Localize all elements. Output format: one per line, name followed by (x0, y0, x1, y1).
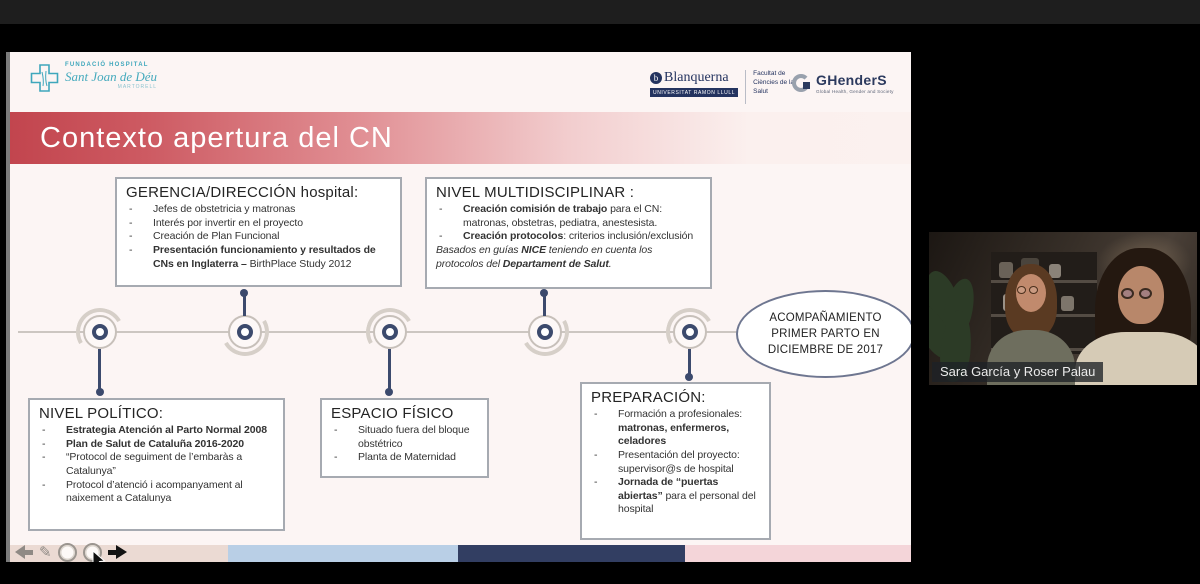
box-title: ESPACIO FÍSICO (331, 405, 454, 422)
milestone-text: ACOMPAÑAMIENTO PRIMER PARTO EN DICIEMBRE… (767, 311, 884, 357)
blanquerna-b-icon: b (650, 72, 662, 84)
bullet-item: -Creación comisión de trabajo para el CN… (439, 203, 663, 229)
annotation-toolbar: ✎ (15, 541, 127, 562)
hospital-logo-line1: FUNDACIÓ HOSPITAL (65, 62, 149, 68)
blanquerna-university-badge: UNIVERSITAT RAMON LLULL (650, 88, 739, 97)
box-gerencia-direccion: GERENCIA/DIRECCIÓN hospital: -Jefes de o… (115, 177, 402, 287)
slide-title-banner: Contexto apertura del CN (10, 112, 911, 164)
bullet-item: -Formación a profesionales: matronas, en… (594, 408, 743, 448)
connector-line (388, 349, 391, 393)
bottom-bar-navy (458, 545, 685, 562)
person-right-glasses (1139, 288, 1152, 299)
hospital-cross-icon (30, 64, 59, 92)
connector-dot (685, 373, 693, 381)
connector-dot (96, 388, 104, 396)
bullet-item: -Estrategia Atención al Parto Normal 200… (42, 424, 268, 436)
connector-dot (540, 289, 548, 297)
ghenders-name: GHenderS (816, 72, 887, 88)
box-nivel-multidisciplinar: NIVEL MULTIDISCIPLINAR : -Creación comis… (425, 177, 712, 289)
connector-line (243, 292, 246, 316)
forward-arrow-icon[interactable] (107, 545, 127, 559)
participant-name-label: Sara García y Roser Palau (932, 362, 1104, 382)
bottom-bar-lightblue (228, 545, 458, 562)
page-title: Contexto apertura del CN (40, 121, 393, 154)
participant-video[interactable]: Sara García y Roser Palau (929, 232, 1197, 385)
screen-share-slide: FUNDACIÓ HOSPITAL Sant Joan de Déu MARTO… (10, 52, 911, 562)
bullet-item: -Protocol d’atenció i acompanyament al n… (42, 478, 243, 505)
timeline-station (360, 302, 420, 362)
bullet-item: Basados en guías NICE teniendo en cuenta… (436, 243, 653, 270)
connector-dot (240, 289, 248, 297)
hospital-logo-script: Sant Joan de Déu (65, 68, 158, 84)
blanquerna-name: Blanquerna (664, 70, 729, 85)
box-title: PREPARACIÓN: (591, 389, 706, 406)
bullet-item: -Jornada de “puertas abiertas” para el p… (594, 476, 756, 516)
box-espacio-fisico: ESPACIO FÍSICO -Situado fuera del bloque… (320, 398, 489, 478)
mouse-cursor (92, 549, 106, 562)
box-title: GERENCIA/DIRECCIÓN hospital: (126, 184, 359, 201)
timeline-station (660, 302, 720, 362)
bullet-item: -Planta de Maternidad (334, 451, 456, 464)
hospital-logo-line3: MARTORELL (117, 83, 158, 90)
milestone-oval: ACOMPAÑAMIENTO PRIMER PARTO EN DICIEMBRE… (736, 290, 911, 378)
box-title: NIVEL POLÍTICO: (39, 405, 164, 422)
logo-divider (745, 70, 747, 104)
bullet-item: -Presentación del proyecto: supervisor@s… (594, 448, 740, 475)
connector-line (543, 292, 546, 316)
person-left-glasses (1029, 286, 1038, 294)
bullet-item: -Creación de Plan Funcional (129, 230, 280, 243)
blanquerna-faculty: Facultat de Ciències de la Salut (753, 70, 794, 95)
bullet-list: -Estrategia Atención al Parto Normal 200… (39, 424, 274, 506)
person-left-glasses (1017, 286, 1026, 294)
bullet-list: -Formación a profesionales: matronas, en… (591, 408, 760, 517)
bullet-item: -Presentación funcionamiento y resultado… (129, 243, 376, 270)
ghenders-logo: GHenderS Global Health, Gender and Socie… (792, 72, 894, 94)
ghenders-g-icon (792, 74, 810, 92)
bottom-bar-pink (685, 545, 911, 562)
timeline-station (515, 302, 575, 362)
connector-dot (385, 388, 393, 396)
stamp-icon[interactable] (57, 542, 77, 562)
timeline-station (70, 302, 130, 362)
bullet-list: -Situado fuera del bloque obstétrico-Pla… (331, 424, 478, 465)
bullet-list: -Jefes de obstetricia y matronas-Interés… (126, 203, 391, 271)
bullet-list: -Creación comisión de trabajo para el CN… (436, 203, 701, 271)
bullet-item: -Plan de Salut de Cataluña 2016-2020 (42, 437, 244, 450)
bullet-item: -Interés por invertir en el proyecto (129, 216, 303, 229)
timeline-station (215, 302, 275, 362)
connector-line (688, 349, 691, 379)
ghenders-tagline: Global Health, Gender and Society (816, 89, 894, 94)
box-title: NIVEL MULTIDISCIPLINAR : (436, 184, 635, 201)
bullet-item: -“Protocol de seguiment de l’embaràs a C… (42, 451, 243, 477)
back-arrow-icon[interactable] (15, 545, 33, 559)
bullet-item: -Creación protocolos: criterios inclusió… (439, 230, 694, 243)
bullet-item: -Jefes de obstetricia y matronas (129, 203, 296, 215)
slide-left-edge (6, 52, 10, 562)
box-nivel-politico: NIVEL POLÍTICO: -Estrategia Atención al … (28, 398, 285, 531)
hospital-logo: FUNDACIÓ HOSPITAL Sant Joan de Déu MARTO… (30, 62, 157, 94)
person-right-glasses (1121, 288, 1134, 299)
window-titlebar (0, 0, 1200, 24)
bullet-item: -Situado fuera del bloque obstétrico (334, 424, 470, 450)
box-preparacion: PREPARACIÓN: -Formación a profesionales:… (580, 382, 771, 540)
pencil-icon[interactable]: ✎ (39, 543, 52, 561)
connector-line (98, 349, 101, 393)
